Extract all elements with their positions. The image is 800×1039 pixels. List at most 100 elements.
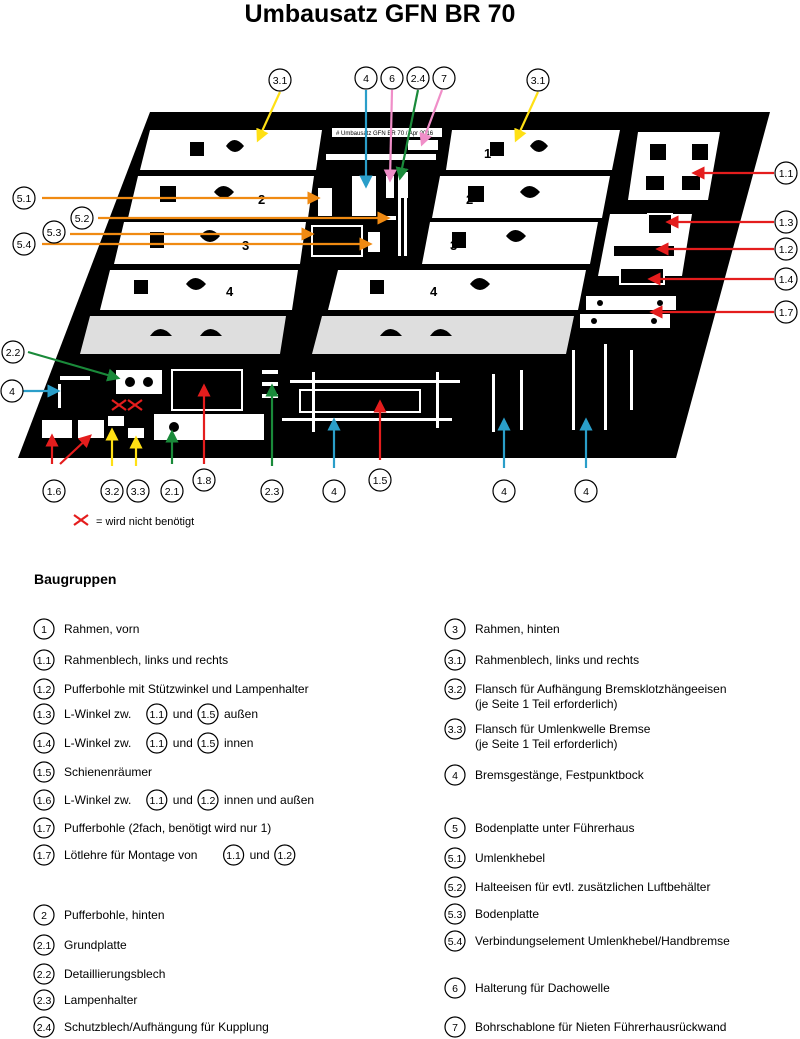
callout-label: 3.1: [531, 75, 546, 87]
etch-label-text: # Umbausatz GFN BR 70 / Apr 2016: [336, 131, 434, 137]
part-1-6-angle: [42, 420, 72, 438]
legend-text: Halterung für Dachowelle: [475, 981, 610, 995]
legend-badge-label: 1.5: [37, 767, 52, 779]
legend-text: und: [173, 707, 193, 721]
callout-label: 3.2: [105, 486, 120, 498]
callout-badge: 1.4: [774, 267, 798, 291]
callout-badge: 2.4: [406, 66, 430, 90]
legend-badge-label: 1.7: [37, 850, 52, 862]
legend-badge-label: 2.3: [37, 995, 52, 1007]
cross-icon: [111, 399, 127, 411]
legend-badge-label: 1.4: [37, 738, 52, 750]
not-needed-text: = wird nicht benötigt: [96, 516, 194, 528]
callout-label: 1.6: [47, 486, 62, 498]
legend-badge-label: 1.6: [37, 795, 52, 807]
legend-badge-label: 1.2: [201, 795, 216, 807]
callout-badge: 5.2: [70, 206, 94, 230]
arrow-3-1-left: [256, 91, 281, 143]
brake-rod: [312, 372, 315, 432]
callout-label: 4: [331, 486, 337, 498]
legend-badge-label: 1.2: [37, 684, 52, 696]
legend-text: Umlenkhebel: [475, 851, 545, 865]
legend-text: L-Winkel zw.: [64, 793, 131, 807]
section-title: Baugruppen: [34, 571, 116, 587]
panel-right-1: [446, 130, 620, 170]
legend-text: Bodenplatte: [475, 907, 539, 921]
legend-badge-label: 1.1: [149, 709, 164, 721]
buffer-hole: [651, 318, 657, 324]
legend-badge-label: 1.1: [149, 795, 164, 807]
legend-row: 2.4 Schutzblech/Aufhängung für Kupplung: [33, 1016, 269, 1038]
legend-badge: 5.3: [444, 903, 466, 925]
callout-badges: 3.1 4 6 2.4 7 3.1 1.1 1.3 1.2 1.4 1.7 5.…: [0, 66, 798, 503]
arrow-7: [419, 89, 444, 147]
legend-badge-label: 2: [41, 910, 47, 922]
callout-badge: 1.8: [192, 468, 216, 492]
cross-icon: [73, 514, 89, 526]
legend-text: Verbindungselement Umlenkhebel/Handbrems…: [475, 934, 730, 948]
legend-text: Rahmen, vorn: [64, 622, 139, 636]
panel-number: 4: [226, 284, 234, 299]
callout-label: 5.1: [17, 193, 32, 205]
part-1-8-frame: [171, 369, 243, 411]
legend-text: Pufferbohle (2fach, benötigt wird nur 1): [64, 821, 271, 835]
arrow-3-1-right: [514, 91, 539, 143]
legend-text: Schienenräumer: [64, 765, 152, 779]
legend-text: Bohrschablone für Nieten Führerhausrückw…: [475, 1020, 726, 1034]
brake-rod: [572, 350, 575, 430]
legend-text: Schutzblech/Aufhängung für Kupplung: [64, 1020, 269, 1034]
callout-badge: 3.3: [126, 479, 150, 503]
legend-badge: 1.1: [146, 789, 168, 811]
panel-left-2: [128, 176, 314, 218]
callout-badge: 2.3: [260, 479, 284, 503]
legend-badge: 1.1: [33, 649, 55, 671]
callout-label: 7: [441, 73, 447, 85]
legend-text: und: [250, 848, 270, 862]
callout-label: 1.5: [373, 475, 388, 487]
callout-arrows: [22, 89, 774, 468]
callout-badge: 1.5: [368, 468, 392, 492]
callout-badge: 3.1: [268, 68, 292, 92]
legend-badge: 5: [444, 817, 466, 839]
callout-label: 3.3: [131, 486, 146, 498]
legend-badge-label: 1.1: [149, 738, 164, 750]
arrow-1-6-b: [59, 434, 92, 465]
legend-row: 1.1 Rahmenblech, links und rechts: [33, 649, 228, 671]
legend-text: Rahmenblech, links und rechts: [64, 653, 228, 667]
part-1-1-frame-sheet: [628, 132, 720, 200]
legend-text: Lampenhalter: [64, 993, 137, 1007]
callout-label: 2.1: [165, 486, 180, 498]
legend-text: außen: [224, 707, 258, 721]
callout-badge: 4: [354, 66, 378, 90]
legend-badge: 1.5: [197, 732, 219, 754]
legend-text: Grundplatte: [64, 938, 127, 952]
legend-text: L-Winkel zw.: [64, 707, 131, 721]
callout-badge: 4: [574, 479, 598, 503]
callout-label: 1.8: [197, 475, 212, 487]
part-bar: [398, 188, 401, 256]
legend-badge: 2.4: [33, 1016, 55, 1038]
legend-badge-label: 5.4: [448, 936, 463, 948]
panel-right-2: [432, 176, 610, 218]
legend-row: 5.3 Bodenplatte: [444, 903, 539, 925]
callout-label: 6: [389, 73, 395, 85]
legend-text: L-Winkel zw.: [64, 736, 131, 750]
legend-badge-label: 5.3: [448, 909, 463, 921]
part-4-rod: [60, 376, 90, 380]
legend-row: 5.4 Verbindungselement Umlenkhebel/Handbr…: [444, 930, 730, 952]
legend-text: Pufferbohle, hinten: [64, 908, 165, 922]
legend-text: innen: [224, 736, 253, 750]
rail-guard-bar: [290, 380, 460, 383]
callout-badge: 5.3: [42, 220, 66, 244]
part-1-6-angle: [78, 420, 104, 438]
legend-badge: 1: [33, 618, 55, 640]
panel-number: 3: [242, 238, 249, 253]
legend-badge: 2.1: [33, 934, 55, 956]
callout-badge: 4: [492, 479, 516, 503]
cross-icon: [127, 399, 143, 411]
legend-badge: 1.5: [197, 703, 219, 725]
legend-text: Lötlehre für Montage von: [64, 848, 197, 862]
